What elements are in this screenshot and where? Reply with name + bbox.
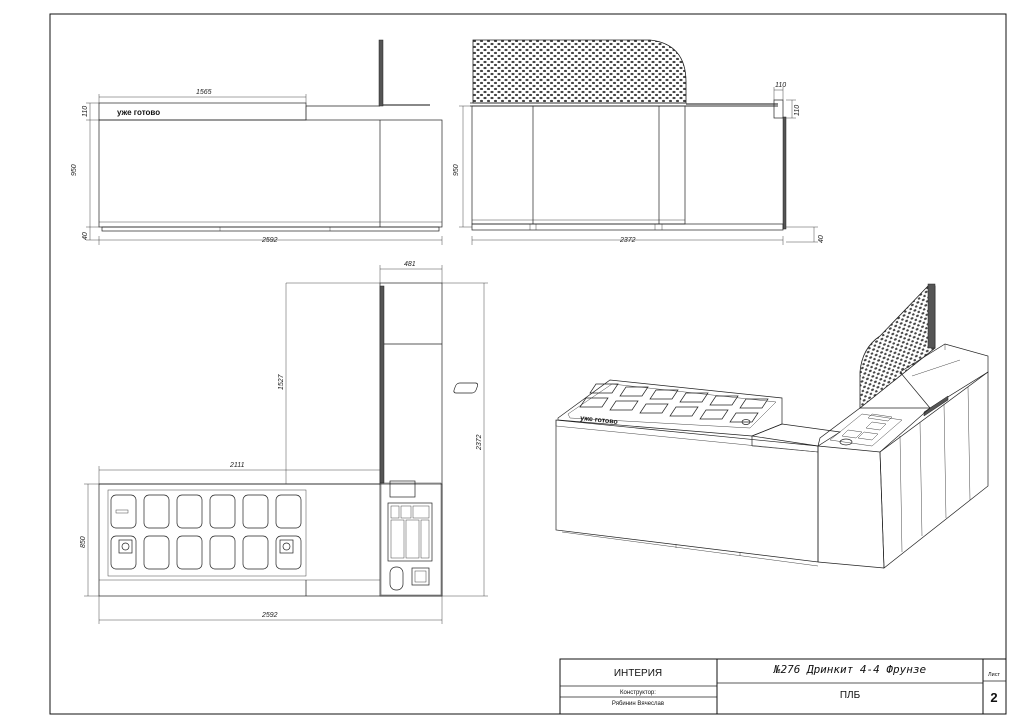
plan-pan [143, 535, 170, 570]
part-name: ПЛБ [840, 690, 861, 701]
plan-pan [209, 535, 236, 570]
sheet-label: Лист [988, 672, 1000, 678]
plan-pan [176, 535, 203, 570]
dim-front-top-width: 1565 [196, 89, 212, 96]
dim-plan-width-top: 481 [404, 261, 416, 268]
dim-plan-length-upper: 1527 [278, 373, 285, 390]
designer-label: Конструктор: [620, 690, 656, 696]
dim-front-height: 950 [71, 164, 78, 176]
company-name: ИНТЕРИЯ [614, 668, 662, 679]
designer-name: Рябинин Вячеслав [612, 701, 664, 707]
dim-plan-length-total: 2372 [476, 434, 483, 451]
dim-plan-depth: 850 [80, 536, 87, 548]
dim-front-top-height: 110 [82, 106, 89, 117]
plan-pan [176, 494, 203, 529]
sheet-border [49, 13, 1007, 715]
plan-pan [242, 494, 269, 529]
dim-side-height: 950 [453, 164, 460, 176]
sheet-number: 2 [990, 690, 997, 705]
iso-sneeze-guard [859, 285, 936, 409]
dim-front-base: 40 [82, 232, 89, 240]
plan-pan [110, 494, 137, 529]
dim-plan-length-left: 2111 [229, 462, 245, 469]
plan-pan [143, 494, 170, 529]
side-sneeze-guard [472, 39, 687, 104]
plan-pan [110, 535, 137, 570]
front-view: уже готово 1565 110 950 40 2592 [71, 39, 443, 245]
dim-front-total-width: 2592 [261, 237, 278, 244]
dim-side-base: 40 [818, 235, 825, 243]
dim-side-total-width: 2372 [619, 237, 636, 244]
iso-pan [453, 382, 479, 394]
side-view: 950 110 110 40 2372 [453, 39, 825, 245]
plan-pan [242, 535, 269, 570]
drawing-title: №276 Дринкит 4-4 Фрунзе [773, 663, 927, 676]
iso-view: уже готово [453, 283, 989, 569]
dim-side-shelf-height: 110 [794, 105, 801, 116]
plan-view: 481 1527 2372 2111 850 2592 [80, 261, 488, 624]
iso-sign-text: уже готово [580, 415, 618, 426]
plan-pan [209, 494, 236, 529]
plan-pan [275, 535, 302, 570]
dim-plan-total-width: 2592 [261, 612, 278, 619]
dim-side-shelf-width: 110 [775, 82, 786, 89]
plan-pan [275, 494, 302, 529]
front-sign-text: уже готово [117, 108, 160, 117]
title-block: ИНТЕРИЯ Конструктор: Рябинин Вячеслав №2… [559, 658, 1007, 715]
